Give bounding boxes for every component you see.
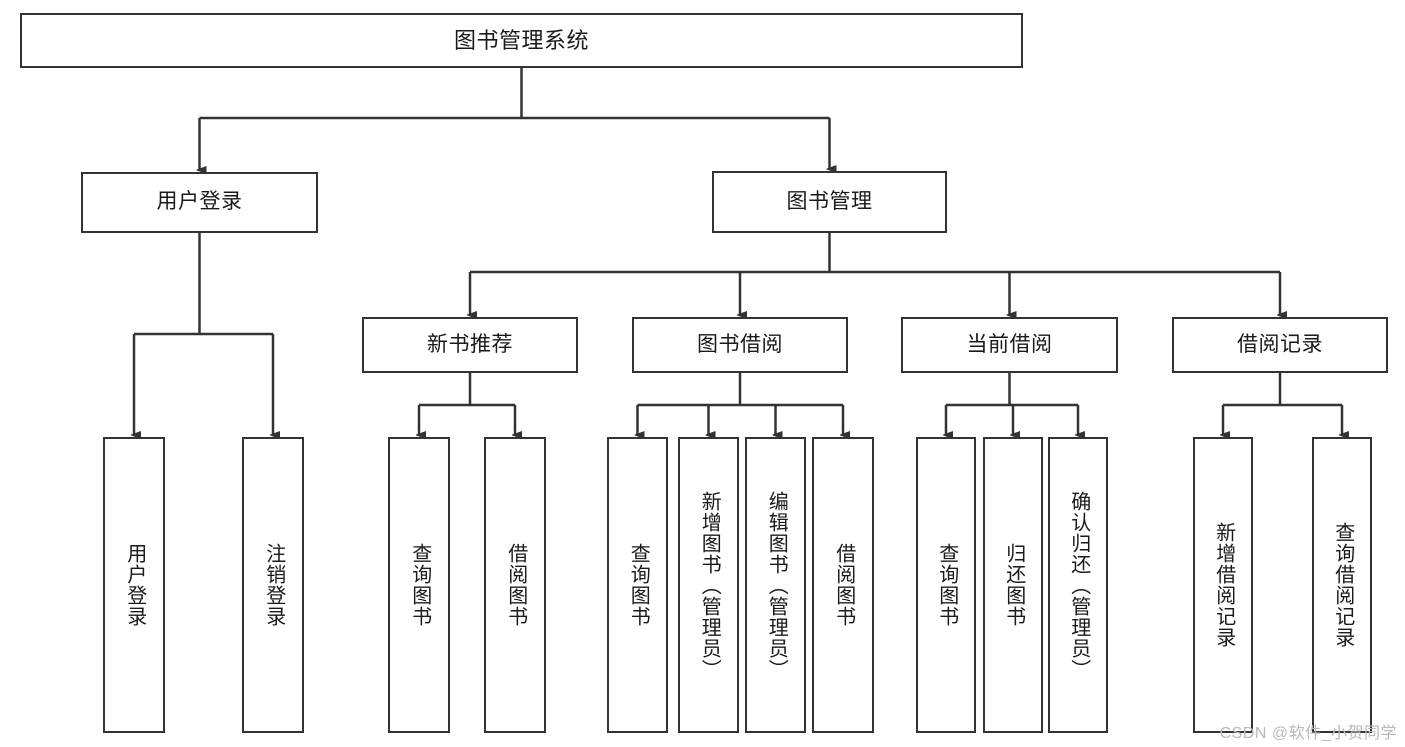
node-leaf-add-book[interactable]: 新增图书（管理员） (678, 437, 739, 733)
node-borrow-record[interactable]: 借阅记录 (1172, 317, 1388, 373)
node-leaf-add-book-label: 新增图书（管理员） (698, 490, 721, 680)
node-leaf-query-book-a-label: 查询图书 (408, 543, 431, 627)
node-user-login-label: 用户登录 (156, 190, 243, 214)
node-current-borrow-label: 当前借阅 (966, 332, 1053, 356)
node-book-manage-label: 图书管理 (786, 189, 873, 213)
node-leaf-borrow-book-a-label: 借阅图书 (504, 543, 527, 627)
node-new-book-recommend[interactable]: 新书推荐 (362, 317, 578, 373)
node-borrow-record-label: 借阅记录 (1237, 332, 1323, 356)
node-leaf-add-record-label: 新增借阅记录 (1212, 522, 1235, 648)
node-book-borrow-label: 图书借阅 (697, 332, 783, 356)
node-leaf-confirm-return[interactable]: 确认归还（管理员） (1048, 437, 1108, 733)
node-leaf-return-book[interactable]: 归还图书 (983, 437, 1043, 733)
node-leaf-query-book-c-label: 查询图书 (935, 543, 958, 627)
node-leaf-query-book-a[interactable]: 查询图书 (388, 437, 450, 733)
node-leaf-user-logout[interactable]: 注销登录 (242, 437, 304, 733)
node-new-book-recommend-label: 新书推荐 (427, 332, 513, 356)
node-leaf-query-book-b[interactable]: 查询图书 (607, 437, 668, 733)
node-leaf-user-login-label: 用户登录 (123, 543, 146, 627)
node-root[interactable]: 图书管理系统 (20, 13, 1023, 68)
node-book-borrow[interactable]: 图书借阅 (632, 317, 848, 373)
node-leaf-user-logout-label: 注销登录 (262, 543, 285, 627)
node-book-manage[interactable]: 图书管理 (712, 171, 947, 233)
node-leaf-confirm-return-label: 确认归还（管理员） (1067, 490, 1090, 680)
node-leaf-edit-book[interactable]: 编辑图书（管理员） (745, 437, 806, 733)
node-leaf-query-record[interactable]: 查询借阅记录 (1312, 437, 1372, 733)
node-leaf-query-book-b-label: 查询图书 (627, 543, 650, 627)
node-leaf-borrow-book-b-label: 借阅图书 (832, 543, 855, 627)
node-current-borrow[interactable]: 当前借阅 (901, 317, 1118, 373)
node-leaf-edit-book-label: 编辑图书（管理员） (765, 490, 788, 680)
node-leaf-add-record[interactable]: 新增借阅记录 (1193, 437, 1253, 733)
node-leaf-query-book-c[interactable]: 查询图书 (916, 437, 976, 733)
node-root-label: 图书管理系统 (453, 27, 589, 53)
node-leaf-return-book-label: 归还图书 (1002, 543, 1025, 627)
node-leaf-borrow-book-a[interactable]: 借阅图书 (484, 437, 546, 733)
node-leaf-user-login[interactable]: 用户登录 (103, 437, 165, 733)
node-leaf-query-record-label: 查询借阅记录 (1331, 522, 1354, 648)
node-leaf-borrow-book-b[interactable]: 借阅图书 (812, 437, 874, 733)
node-user-login[interactable]: 用户登录 (81, 172, 318, 233)
